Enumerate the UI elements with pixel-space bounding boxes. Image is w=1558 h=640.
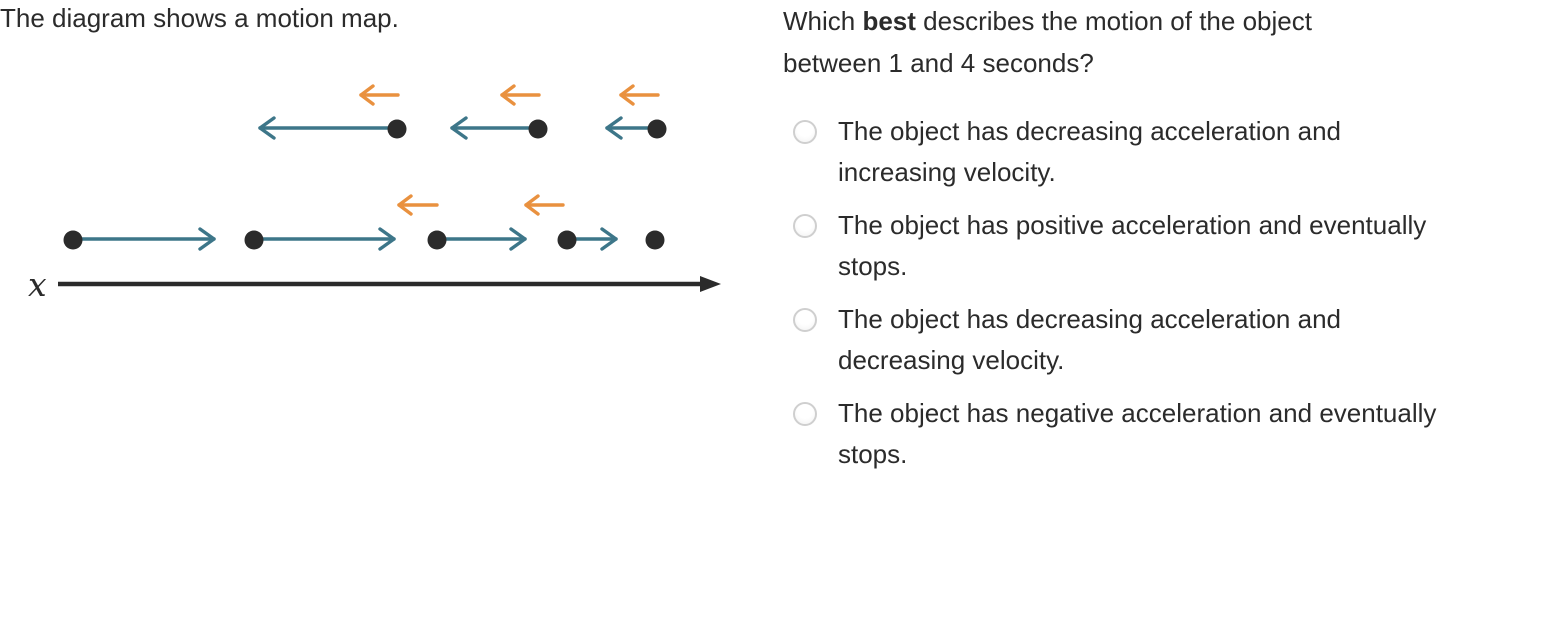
option-text: The object has positive acceleration and… [838,205,1426,287]
x-axis-arrowhead [700,276,721,292]
velocity-arrow-head [509,227,527,251]
radio-button[interactable] [793,120,817,144]
question-panel: Which best describes the motion of the o… [783,0,1543,469]
velocity-arrow-head [450,116,468,140]
option-line: decreasing velocity. [838,345,1065,375]
option-line: increasing velocity. [838,157,1056,187]
radio-button[interactable] [793,308,817,332]
position-dot [557,230,577,250]
option-line: The object has decreasing acceleration a… [838,304,1341,334]
acceleration-arrow-head [359,84,375,106]
answer-option-4[interactable]: The object has negative acceleration and… [783,393,1543,475]
acceleration-arrow-head [397,194,413,216]
position-dot [645,230,665,250]
acceleration-arrow-head [524,194,540,216]
option-text: The object has decreasing acceleration a… [838,299,1341,381]
option-line: The object has positive acceleration and… [838,210,1427,240]
radio-button[interactable] [793,214,817,238]
position-dot [528,119,548,139]
radio-button[interactable] [793,402,817,426]
question-line-2: between 1 and 4 seconds? [783,48,1094,78]
acceleration-arrow-head [619,84,635,106]
answer-option-2[interactable]: The object has positive acceleration and… [783,205,1543,287]
x-axis-label: x [28,265,47,304]
velocity-arrow-head [198,227,216,251]
option-line: stops. [838,439,908,469]
position-dot [244,230,264,250]
question-bold-word: best [862,6,916,36]
velocity-arrow-head [605,116,623,140]
diagram-caption: The diagram shows a motion map. [0,3,399,33]
position-dot [647,119,667,139]
option-line: The object has decreasing acceleration a… [838,116,1341,146]
answer-option-3[interactable]: The object has decreasing acceleration a… [783,299,1543,381]
option-line: The object has negative acceleration and… [838,398,1437,428]
option-text: The object has decreasing acceleration a… [838,111,1341,193]
option-line: stops. [838,251,908,281]
velocity-arrow-head [378,227,396,251]
position-dot [427,230,447,250]
acceleration-arrow-head [500,84,516,106]
answer-options: The object has decreasing acceleration a… [783,111,1543,487]
velocity-arrow-head [258,116,276,140]
position-dot [387,119,407,139]
option-text: The object has negative acceleration and… [838,393,1436,475]
question-text: Which best describes the motion of the o… [783,0,1543,84]
motion-map-diagram: x [28,84,721,304]
answer-option-1[interactable]: The object has decreasing acceleration a… [783,111,1543,193]
velocity-arrow-head [600,227,618,251]
position-dot [63,230,83,250]
question-line-1: Which best describes the motion of the o… [783,6,1312,36]
